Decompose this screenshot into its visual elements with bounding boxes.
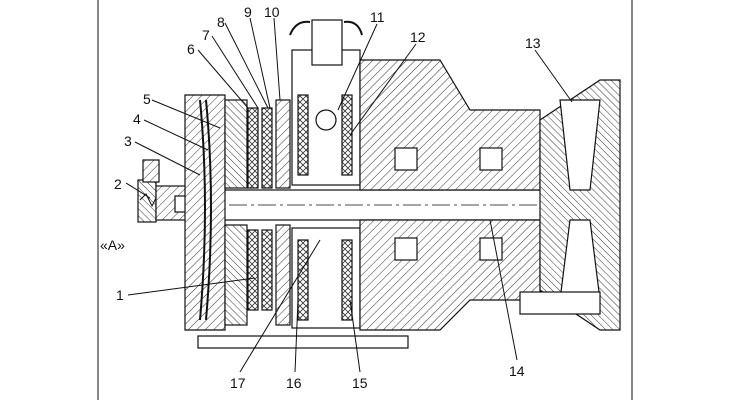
bearing-lower-1 bbox=[394, 237, 418, 261]
callout-11: 11 bbox=[370, 9, 385, 25]
callout-8: 8 bbox=[217, 14, 225, 30]
disc-pack-a-upper bbox=[297, 94, 309, 176]
callout-14: 14 bbox=[509, 363, 525, 379]
right-bolt bbox=[519, 291, 601, 315]
callout-1: 1 bbox=[116, 287, 124, 303]
friction-disc-1-lower bbox=[247, 229, 259, 311]
top-cap-lip bbox=[289, 20, 363, 36]
pressure-plate-lower bbox=[224, 224, 248, 326]
fitting-body bbox=[137, 179, 157, 223]
disc-pack-a-lower bbox=[297, 239, 309, 321]
callout-15: 15 bbox=[352, 375, 368, 391]
disc-pack-b-upper bbox=[341, 94, 353, 176]
callout-9: 9 bbox=[244, 4, 252, 20]
ball-valve bbox=[315, 109, 337, 131]
callout-2: 2 bbox=[114, 176, 122, 192]
top-boss bbox=[311, 19, 343, 66]
callout-12: 12 bbox=[410, 29, 426, 45]
bearing-lower-2 bbox=[479, 237, 503, 261]
diaphragm-spring-inner bbox=[205, 99, 212, 321]
intermediate-plate-lower bbox=[275, 224, 291, 326]
bevel-gear-housing bbox=[539, 79, 621, 331]
callout-17: 17 bbox=[230, 375, 246, 391]
callout-7: 7 bbox=[202, 27, 210, 43]
callout-3: 3 bbox=[124, 133, 132, 149]
bearing-upper-1 bbox=[394, 147, 418, 171]
friction-disc-1-upper bbox=[247, 107, 259, 189]
friction-disc-2-lower bbox=[261, 229, 273, 311]
right-housing-upper bbox=[359, 59, 541, 191]
pressure-plate-upper bbox=[224, 99, 248, 189]
view-marker-a: «A» bbox=[100, 237, 125, 253]
callout-13: 13 bbox=[525, 35, 541, 51]
callout-4: 4 bbox=[133, 111, 141, 127]
callout-6: 6 bbox=[187, 41, 195, 57]
callout-10: 10 bbox=[264, 4, 280, 20]
callout-5: 5 bbox=[143, 91, 151, 107]
friction-disc-2-upper bbox=[261, 107, 273, 189]
grease-nipple bbox=[142, 159, 160, 183]
leader-lines bbox=[125, 17, 573, 373]
disc-pack-b-lower bbox=[341, 239, 353, 321]
diaphragm-spring bbox=[199, 99, 206, 321]
intermediate-plate-upper bbox=[275, 99, 291, 189]
right-housing-lower bbox=[359, 219, 541, 331]
callout-16: 16 bbox=[286, 375, 302, 391]
long-bolt bbox=[197, 335, 409, 349]
bearing-upper-2 bbox=[479, 147, 503, 171]
bevel-gear-upper bbox=[559, 99, 601, 191]
